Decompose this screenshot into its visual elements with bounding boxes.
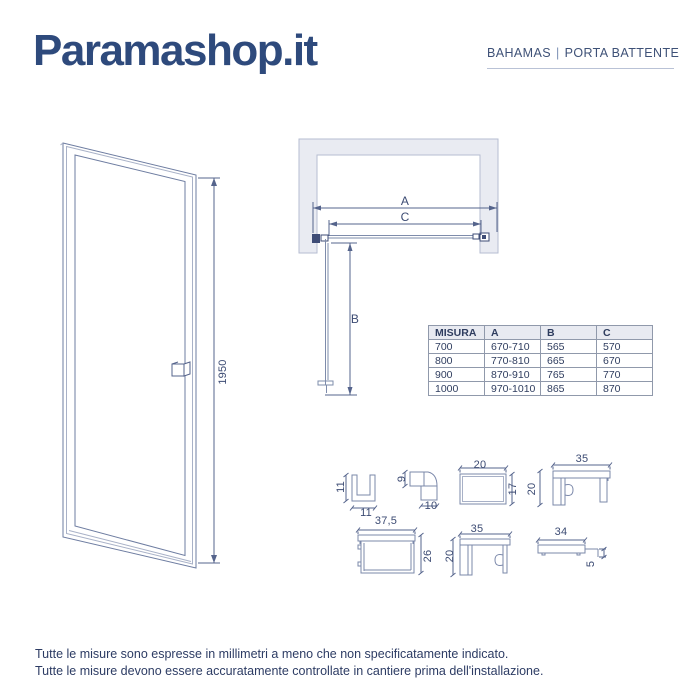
- footer-line-2: Tutte le misure devono essere accuratame…: [35, 664, 544, 678]
- profile-corner-gasket: [402, 469, 440, 509]
- product-type: PORTA BATTENTE: [564, 46, 680, 60]
- threshold-profile-width-label: 34: [554, 526, 568, 538]
- box-profile-height-label: 17: [507, 482, 519, 496]
- magnet-latch: [472, 232, 490, 242]
- product-title: BAHAMAS | PORTA BATTENTE: [487, 46, 679, 69]
- adjustment-profile-height-label: 26: [422, 549, 434, 563]
- corner-gasket-height-label: 9: [396, 475, 408, 483]
- dimension-a-line: [312, 202, 498, 233]
- profile-wall-top: [537, 462, 613, 508]
- cell-b: 865: [540, 381, 597, 396]
- product-series: BAHAMAS: [487, 46, 551, 60]
- door-open-position: [317, 239, 334, 393]
- door-top-view: [298, 138, 499, 396]
- size-table: MISURA A B C 700 670-710 565 570 800 770…: [428, 325, 653, 396]
- cell-misura: 700: [428, 339, 485, 354]
- door-handle-knob: [171, 361, 191, 377]
- height-dimension-line: [198, 177, 220, 564]
- col-header-a: A: [484, 325, 541, 340]
- cell-c: 670: [596, 353, 653, 368]
- table-row: 800 770-810 665 670: [428, 353, 653, 368]
- col-header-c: C: [596, 325, 653, 340]
- dimension-c-line: [328, 220, 482, 236]
- cell-a: 970-1010: [484, 381, 541, 396]
- dim-a-label: A: [400, 194, 410, 208]
- site-logo: Paramashop.it: [33, 26, 318, 75]
- wall-recess: [298, 138, 499, 254]
- size-table-header-row: MISURA A B C: [428, 325, 653, 340]
- col-header-misura: MISURA: [428, 325, 485, 340]
- table-row: 1000 970-1010 865 870: [428, 381, 653, 396]
- door-front-view: [60, 142, 220, 569]
- dim-c-label: C: [400, 210, 410, 224]
- cell-misura: 1000: [428, 381, 485, 396]
- door-frame: [60, 142, 197, 569]
- u-gasket-height-label: 11: [335, 481, 347, 493]
- wall-profile-top-width-label: 35: [575, 453, 589, 465]
- box-profile-width-label: 20: [473, 459, 487, 471]
- cell-c: 870: [596, 381, 653, 396]
- col-header-b: B: [540, 325, 597, 340]
- profile-u-gasket: [343, 472, 378, 511]
- cell-a: 670-710: [484, 339, 541, 354]
- wall-profile-bottom-height-label: 20: [444, 549, 456, 563]
- u-gasket-width-label: 11: [360, 507, 372, 519]
- dimension-b-line: [325, 242, 357, 396]
- cell-misura: 900: [428, 367, 485, 382]
- hinge-block: [312, 234, 329, 243]
- cell-misura: 800: [428, 353, 485, 368]
- wall-profile-bottom-width-label: 35: [470, 523, 484, 535]
- cell-c: 570: [596, 339, 653, 354]
- cell-a: 770-810: [484, 353, 541, 368]
- title-divider: |: [555, 46, 560, 60]
- profile-wall-bottom: [450, 531, 513, 578]
- profile-box: [457, 465, 515, 507]
- profile-threshold: [535, 537, 607, 560]
- threshold-profile-height-label: 5: [585, 560, 597, 568]
- corner-gasket-width-label: 10: [424, 500, 438, 512]
- cell-b: 765: [540, 367, 597, 382]
- footer-line-1: Tutte le misure sono espresse in millime…: [35, 647, 509, 661]
- cell-a: 870-910: [484, 367, 541, 382]
- table-row: 700 670-710 565 570: [428, 339, 653, 354]
- cell-b: 565: [540, 339, 597, 354]
- cell-c: 770: [596, 367, 653, 382]
- door-height-label: 1950: [217, 359, 229, 385]
- adjustment-profile-width-label: 37,5: [374, 515, 398, 527]
- wall-profile-top-height-label: 20: [526, 482, 538, 496]
- table-row: 900 870-910 765 770: [428, 367, 653, 382]
- door-closed-position: [320, 235, 478, 239]
- profile-adjustment: [355, 527, 424, 576]
- dim-b-label: B: [350, 312, 360, 326]
- footer-disclaimer: Tutte le misure sono espresse in millime…: [35, 646, 543, 680]
- cell-b: 665: [540, 353, 597, 368]
